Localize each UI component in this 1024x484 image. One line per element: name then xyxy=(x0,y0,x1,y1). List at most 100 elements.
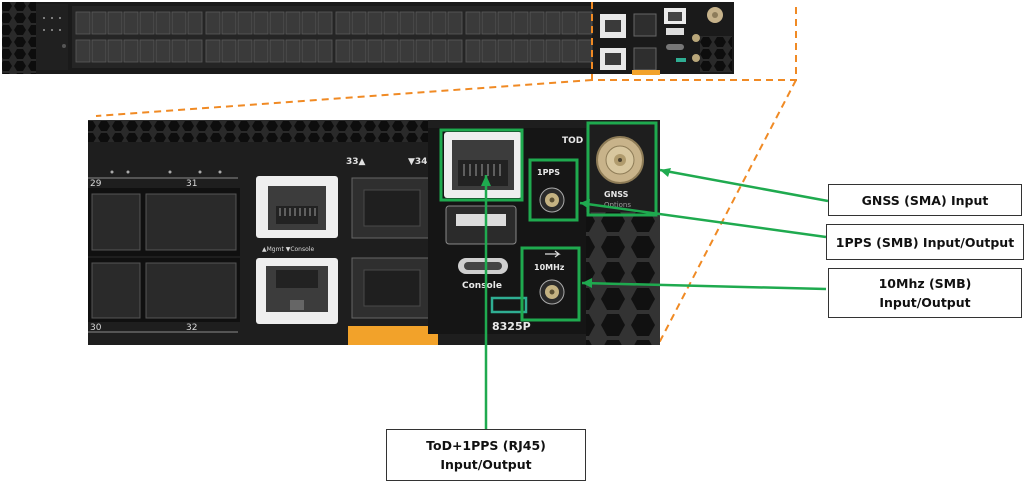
sfp-port xyxy=(253,39,269,63)
sfp-port xyxy=(383,39,399,63)
sfp-port xyxy=(205,11,221,35)
orange-strip xyxy=(348,326,438,345)
top-vent xyxy=(88,120,428,142)
sfp-port xyxy=(415,39,431,63)
sfp-port-33 xyxy=(351,177,433,239)
sfp-port xyxy=(107,11,123,35)
sfp-port xyxy=(171,11,187,35)
sfp-port xyxy=(237,11,253,35)
sfp-port xyxy=(253,11,269,35)
sfp-port xyxy=(335,11,351,35)
sfp-port xyxy=(351,39,367,63)
pps-callout-text: 1PPS (SMB) Input/Output xyxy=(835,234,1015,250)
sfp-port xyxy=(91,11,107,35)
sfp-port xyxy=(285,11,301,35)
highlight-boxes xyxy=(439,121,658,322)
sfp-port xyxy=(399,11,415,35)
sfp-port xyxy=(75,39,91,63)
sfp-port xyxy=(107,39,123,63)
sfp-port xyxy=(317,39,333,63)
sfp-port xyxy=(187,11,203,35)
usb-c-console-port xyxy=(458,258,508,274)
mgmt-port xyxy=(256,176,338,238)
sfp-port-array xyxy=(72,6,593,68)
sfp-port xyxy=(561,11,577,35)
sfp-port xyxy=(301,11,317,35)
sfp-port xyxy=(399,39,415,63)
sfp-port xyxy=(269,11,285,35)
status-led xyxy=(490,296,528,314)
gnss-sma-connector xyxy=(596,136,644,184)
sfp-port xyxy=(187,39,203,63)
tod-rj45-port xyxy=(444,132,522,198)
sfp-port xyxy=(497,11,513,35)
sfp-port xyxy=(285,39,301,63)
sfp-port xyxy=(221,11,237,35)
gnss-label: GNSS xyxy=(604,190,629,199)
sfp-port xyxy=(545,39,561,63)
right-vent xyxy=(586,212,660,345)
sfp-port xyxy=(481,11,497,35)
sfp-port xyxy=(577,11,593,35)
sfp-port xyxy=(237,39,253,63)
sfp-port xyxy=(205,39,221,63)
qsfp-cages xyxy=(88,170,240,333)
mhz-label: 10MHz xyxy=(534,263,565,272)
gnss-callout: GNSS (SMA) Input xyxy=(828,184,1022,216)
mhz-highlight xyxy=(520,246,581,322)
port-34-label: ▼34 xyxy=(408,157,427,167)
mgmt-console-label: ▲Mgmt ▼Console xyxy=(262,246,314,253)
sfp-port xyxy=(155,11,171,35)
sfp-port xyxy=(123,39,139,63)
sfp-port xyxy=(545,11,561,35)
sfp-port xyxy=(497,39,513,63)
sfp-port xyxy=(513,39,529,63)
sfp-port xyxy=(367,11,383,35)
pps-highlight xyxy=(528,158,579,222)
sfp-port xyxy=(335,39,351,63)
sfp-port xyxy=(431,39,447,63)
sfp-port xyxy=(447,39,463,63)
sfp-port xyxy=(415,11,431,35)
mhz-callout: 10Mhz (SMB) Input/Output xyxy=(828,268,1022,318)
tod-callout: ToD+1PPS (RJ45) Input/Output xyxy=(386,429,586,481)
sfp-port xyxy=(481,39,497,63)
sfp-port xyxy=(431,11,447,35)
sfp-port xyxy=(155,39,171,63)
zoom-indicator xyxy=(95,2,797,346)
zoomed-panel: 29 31 30 32 ▲Mgmt ▼Console 33▲ ▼34 xyxy=(88,120,660,345)
console-label: Console xyxy=(462,281,502,291)
sfp-port xyxy=(351,11,367,35)
port-33-label: 33▲ xyxy=(346,157,366,167)
sfp-port xyxy=(269,39,285,63)
sfp-port xyxy=(317,11,333,35)
sfp-port xyxy=(171,39,187,63)
sfp-port xyxy=(91,39,107,63)
tod-highlight xyxy=(439,128,524,202)
console-port xyxy=(256,258,338,324)
sfp-port xyxy=(139,11,155,35)
port-30-label: 30 xyxy=(90,323,102,333)
tod-callout-line1: ToD+1PPS (RJ45) xyxy=(426,438,546,453)
sfp-port xyxy=(465,11,481,35)
sfp-port xyxy=(447,11,463,35)
pps-callout: 1PPS (SMB) Input/Output xyxy=(826,224,1024,260)
port-31-label: 31 xyxy=(186,179,197,189)
left-vent xyxy=(2,2,36,74)
sfp-port xyxy=(75,11,91,35)
leader-lines xyxy=(484,168,829,429)
switch-right-panel xyxy=(594,2,734,75)
pps-smb-connector xyxy=(539,187,565,213)
port-29-label: 29 xyxy=(90,179,102,189)
sfp-port xyxy=(367,39,383,63)
sfp-port xyxy=(123,11,139,35)
port-32-label: 32 xyxy=(186,323,197,333)
gnss-sub-label: Options xyxy=(604,201,631,209)
sfp-port-34 xyxy=(351,257,433,319)
sfp-port xyxy=(513,11,529,35)
mhz-smb-connector xyxy=(539,279,565,305)
sfp-port xyxy=(301,39,317,63)
sfp-port xyxy=(561,39,577,63)
usb-a-port xyxy=(445,205,517,245)
